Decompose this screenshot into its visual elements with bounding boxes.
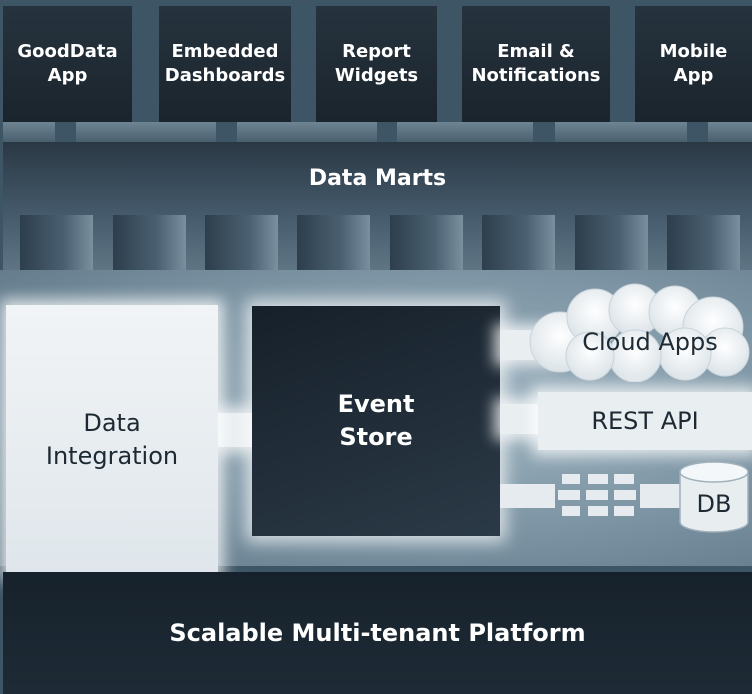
- app-report-widgets: Report Widgets: [316, 6, 437, 122]
- db-connector-brick: [614, 506, 634, 516]
- connector-3: [237, 122, 377, 142]
- cloud-apps-label: Cloud Apps: [582, 328, 718, 356]
- rest-api-connector: [500, 404, 540, 434]
- data-marts-label: Data Marts: [308, 166, 447, 191]
- data-mart-block: [205, 215, 278, 270]
- data-mart-block: [575, 215, 648, 270]
- data-mart-block: [20, 215, 93, 270]
- rest-api-box: REST API: [538, 392, 752, 450]
- data-integration-box: Data Integration: [6, 305, 218, 575]
- db-connector-brick: [614, 490, 636, 500]
- db-connector-brick: [614, 474, 634, 484]
- db-connector-brick: [562, 506, 580, 516]
- app-embedded-dashboards: Embedded Dashboards: [159, 6, 291, 122]
- db-connector-brick: [588, 506, 608, 516]
- db-label: DB: [696, 490, 732, 518]
- data-mart-block: [113, 215, 186, 270]
- cloud-icon: [529, 283, 750, 382]
- database-icon: [679, 461, 749, 533]
- platform-bar: Scalable Multi-tenant Platform: [3, 572, 752, 694]
- connector-6: [708, 122, 752, 142]
- db-connector-brick: [588, 474, 608, 484]
- integration-connector: [218, 413, 252, 447]
- db-connector-brick: [562, 474, 580, 484]
- app-gooddata: GoodData App: [3, 6, 132, 122]
- data-mart-block: [667, 215, 740, 270]
- db-connector-brick: [558, 490, 580, 500]
- db-connector: [500, 484, 555, 508]
- connector-4: [397, 122, 533, 142]
- connector-1: [3, 122, 55, 142]
- app-email-notifications: Email & Notifications: [462, 6, 610, 122]
- data-mart-block: [482, 215, 555, 270]
- data-mart-block: [390, 215, 463, 270]
- connector-2: [76, 122, 216, 142]
- db-connector-brick: [586, 490, 608, 500]
- event-store-box: Event Store: [252, 306, 500, 536]
- data-mart-block: [297, 215, 370, 270]
- app-mobile: Mobile App: [635, 6, 752, 122]
- connector-5: [555, 122, 687, 142]
